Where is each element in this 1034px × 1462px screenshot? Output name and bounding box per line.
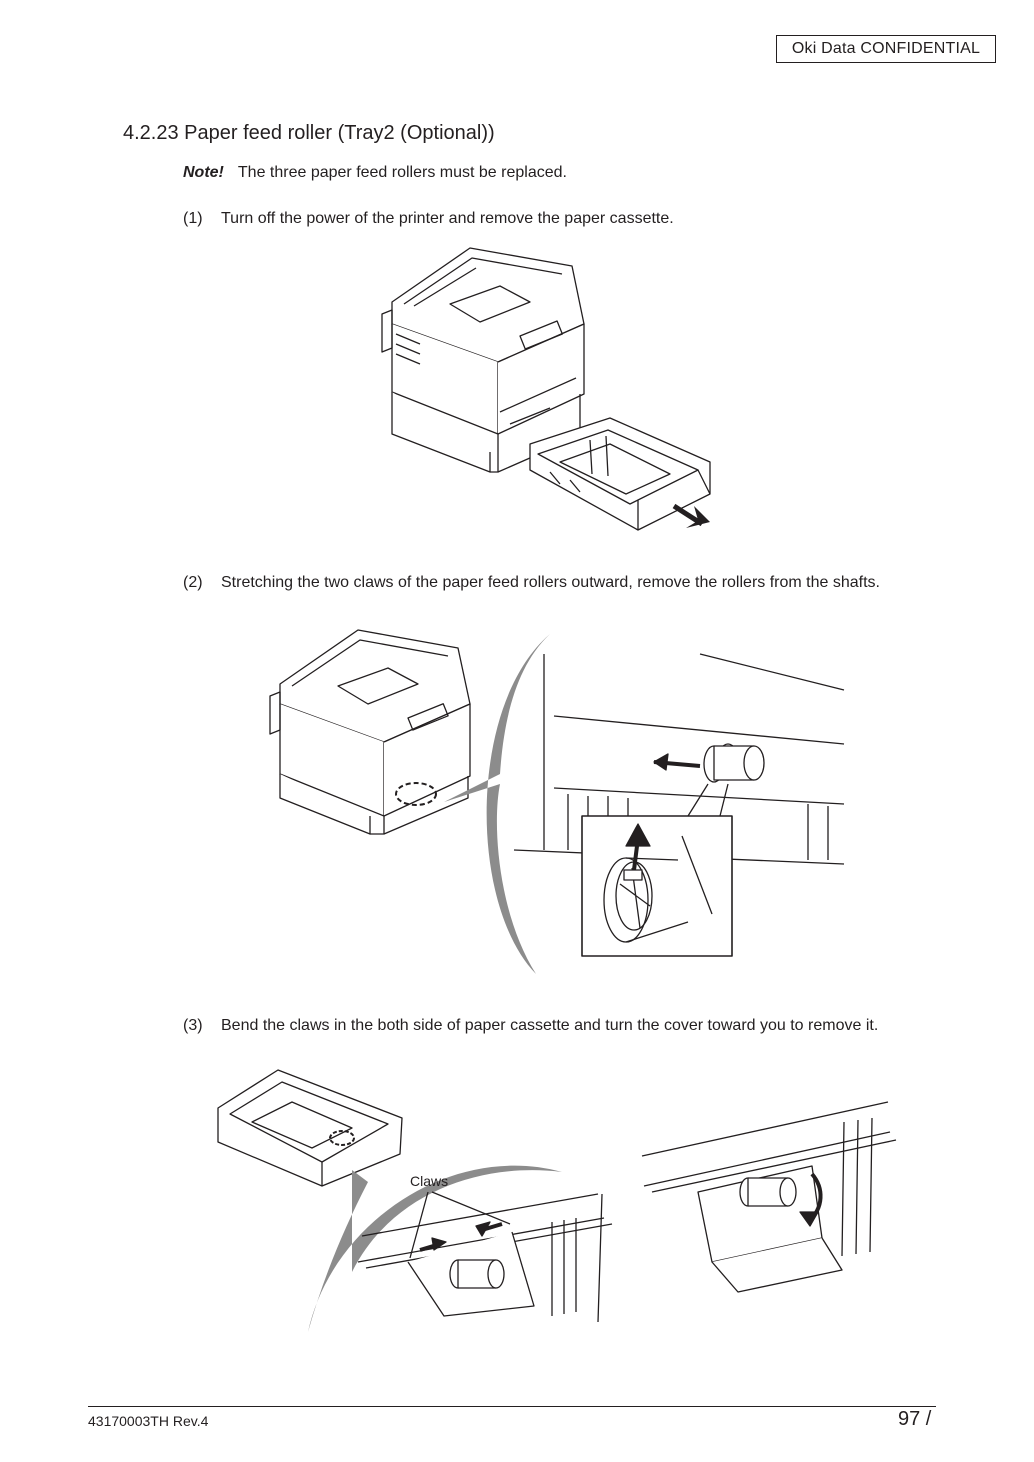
- step-number: (1): [183, 210, 203, 227]
- footer-rule: [88, 1406, 936, 1407]
- note-text: The three paper feed rollers must be rep…: [237, 164, 567, 181]
- step-text: Bend the claws in the both side of paper…: [221, 1017, 879, 1034]
- claws-callout: Claws: [410, 1173, 448, 1189]
- document-number: 43170003TH Rev.4: [88, 1413, 209, 1429]
- confidential-label: Oki Data CONFIDENTIAL: [776, 35, 996, 63]
- step-text: Stretching the two claws of the paper fe…: [221, 574, 880, 591]
- figure-roller-removal: [268, 624, 848, 980]
- note-label: Note!: [183, 164, 224, 181]
- figure-printer-cassette-removal: [380, 244, 720, 536]
- step-text: Turn off the power of the printer and re…: [221, 210, 674, 227]
- note: Note! The three paper feed rollers must b…: [183, 164, 567, 182]
- figure-cassette-cover: Claws: [212, 1062, 902, 1352]
- step-number: (3): [183, 1017, 203, 1034]
- section-heading: 4.2.23 Paper feed roller (Tray2 (Optiona…: [123, 122, 495, 144]
- page-number: 97 /: [898, 1408, 932, 1430]
- step-number: (2): [183, 574, 203, 591]
